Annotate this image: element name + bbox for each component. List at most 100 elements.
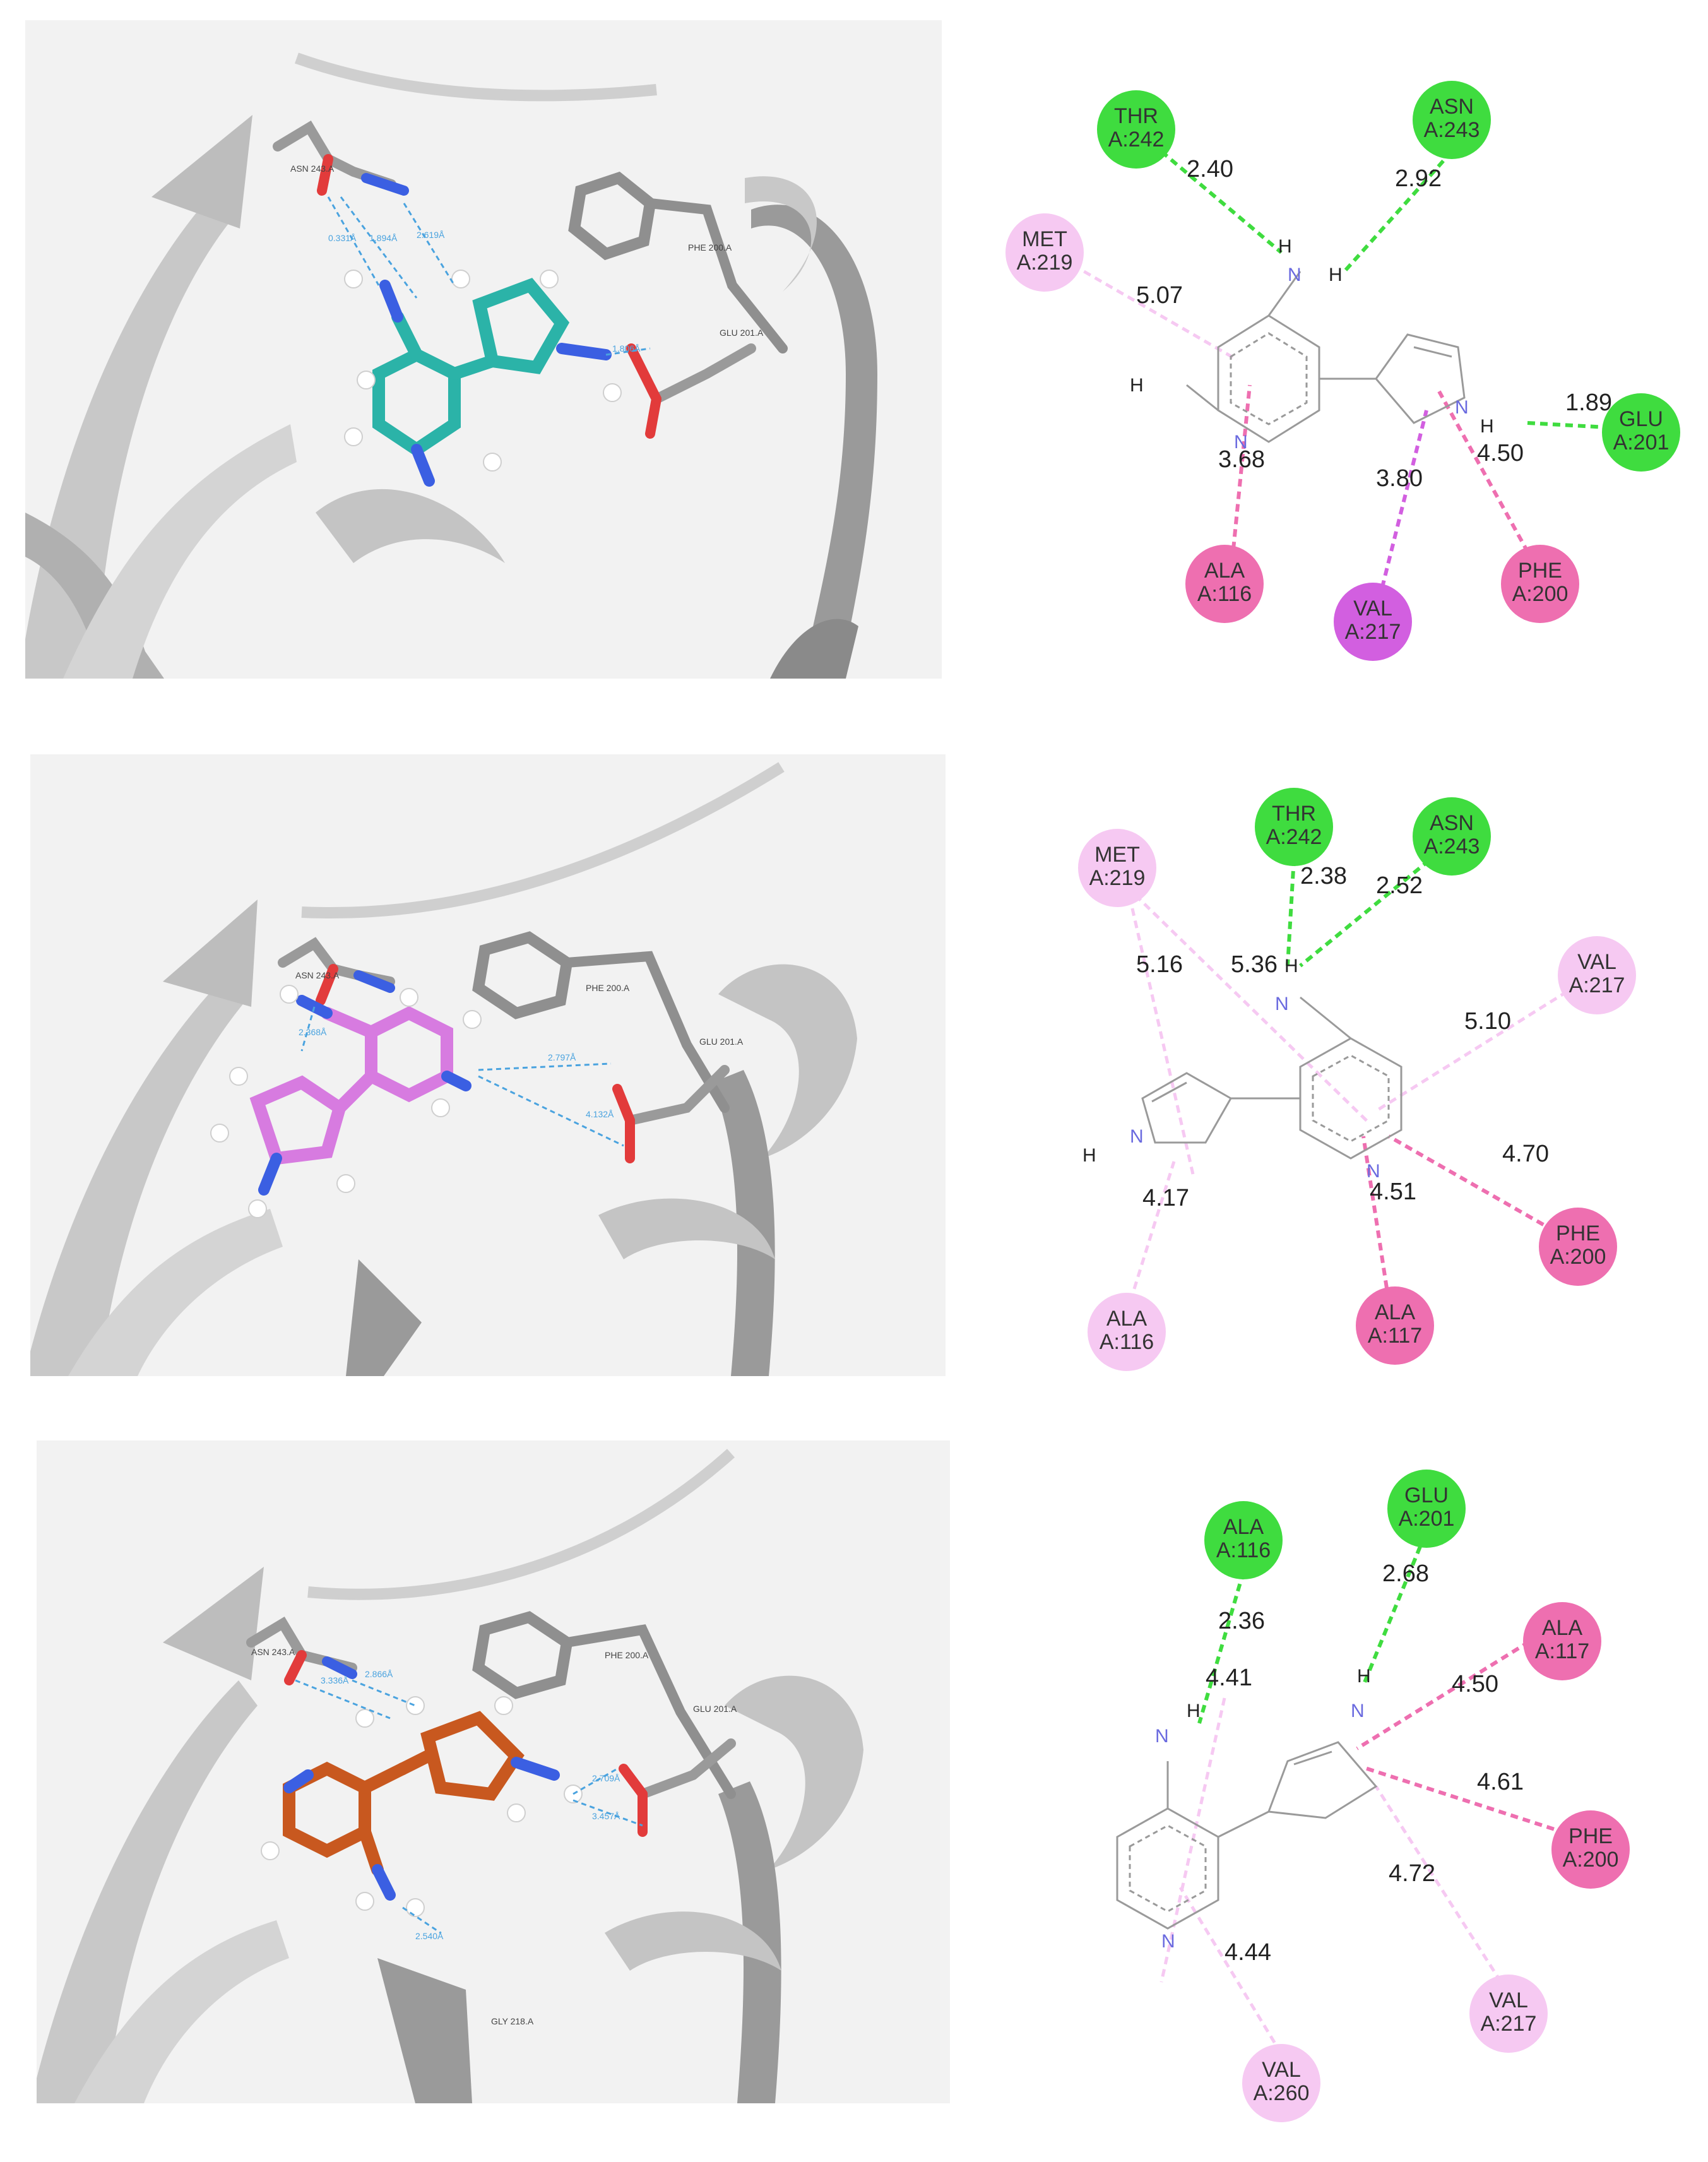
svg-text:A:242: A:242 xyxy=(1266,825,1322,849)
svg-text:A:260: A:260 xyxy=(1254,2081,1310,2105)
distance-label: 0.331Å xyxy=(328,233,357,243)
atom-label: H xyxy=(1329,264,1343,285)
residue-label: PHE 200.A xyxy=(688,242,732,252)
svg-text:A:242: A:242 xyxy=(1108,128,1165,151)
atom-label: N xyxy=(1161,1931,1175,1952)
distance-label: 1.806Å xyxy=(612,343,641,353)
svg-text:A:243: A:243 xyxy=(1424,835,1480,858)
distance-label: 3.68 xyxy=(1218,446,1265,473)
svg-text:A:117: A:117 xyxy=(1535,1639,1589,1663)
distance-label: 1.894Å xyxy=(369,233,398,243)
residue-label: ASN 243.A xyxy=(251,1647,295,1657)
svg-text:A:116: A:116 xyxy=(1216,1538,1271,1562)
ribbon-helix xyxy=(725,1675,863,1870)
svg-text:ALA: ALA xyxy=(1106,1307,1148,1331)
distance-label: 4.17 xyxy=(1142,1185,1189,1211)
distance-label: 1.89 xyxy=(1565,389,1612,416)
structure-view-b: ASN 243.A PHE 200.A GLU 201.A 2.368Å 2.7… xyxy=(30,754,946,1376)
ribbon-helix xyxy=(598,1198,775,1259)
svg-text:ALA: ALA xyxy=(1223,1515,1264,1539)
residue-label: ASN 243.A xyxy=(290,163,335,174)
ribbon-helix xyxy=(605,1911,781,1971)
svg-text:ALA: ALA xyxy=(1542,1616,1583,1640)
svg-text:A:117: A:117 xyxy=(1368,1324,1422,1348)
ribbon-helix xyxy=(770,619,858,679)
ligand-structure-b xyxy=(1141,996,1403,1160)
glu-residue xyxy=(625,1065,730,1126)
svg-text:VAL: VAL xyxy=(1489,1988,1528,2012)
svg-text:PHE: PHE xyxy=(1569,1824,1613,1848)
svg-text:MET: MET xyxy=(1094,843,1140,867)
svg-text:A:201: A:201 xyxy=(1613,431,1669,454)
distance-label: 3.80 xyxy=(1376,465,1423,492)
distance-label: 4.44 xyxy=(1225,1939,1271,1966)
ribbon-strand xyxy=(30,969,251,1376)
ribbon-arrow xyxy=(163,1567,264,1680)
distance-label: 4.50 xyxy=(1477,440,1524,466)
ligand-c xyxy=(283,1711,525,1876)
distance-label: 5.36 xyxy=(1231,951,1278,978)
atom-label: N xyxy=(1288,264,1302,285)
interaction-diagram-a: H N H H N N H 2.40 2.92 5.07 1.89 3.68 3… xyxy=(972,69,1692,675)
ligand-b xyxy=(249,1006,453,1165)
svg-text:GLU: GLU xyxy=(1619,407,1663,431)
distance-label: 2.368Å xyxy=(299,1027,327,1037)
ribbon-arrow xyxy=(151,115,252,229)
atom-label: N xyxy=(1130,1126,1144,1147)
svg-text:A:201: A:201 xyxy=(1399,1507,1455,1531)
diagram-render-a: H N H H N N H 2.40 2.92 5.07 1.89 3.68 3… xyxy=(1005,81,1680,661)
svg-text:A:200: A:200 xyxy=(1550,1245,1606,1269)
ribbon-loop xyxy=(307,1449,735,1600)
ribbon-loop xyxy=(295,52,657,102)
structure-render-b: ASN 243.A PHE 200.A GLU 201.A 2.368Å 2.7… xyxy=(30,762,857,1376)
ribbon-strand xyxy=(37,1680,258,2103)
distance-label: 5.07 xyxy=(1136,282,1183,309)
atom-label: H xyxy=(1130,375,1144,396)
atom-label: N xyxy=(1275,994,1289,1014)
residue-label: GLY 218.A xyxy=(491,2016,534,2026)
interaction-diagram-c: H N H N N 2.36 4.41 2.68 4.50 4.61 4.72 … xyxy=(972,1446,1692,2146)
svg-text:MET: MET xyxy=(1022,227,1067,251)
svg-text:PHE: PHE xyxy=(1556,1221,1600,1245)
distance-label: 4.50 xyxy=(1452,1671,1498,1697)
ribbon-strand xyxy=(68,1209,283,1376)
atom-label: H xyxy=(1480,416,1494,437)
svg-text:A:219: A:219 xyxy=(1017,251,1073,275)
distance-label: 2.68 xyxy=(1382,1560,1429,1587)
distance-label: 2.866Å xyxy=(365,1669,393,1679)
residue-label: GLU 201.A xyxy=(693,1704,737,1714)
distance-label: 4.51 xyxy=(1370,1179,1416,1205)
structure-render-c: ASN 243.A PHE 200.A GLU 201.A GLY 218.A xyxy=(37,1449,863,2103)
ribbon-loop xyxy=(301,762,785,919)
atom-label: H xyxy=(1082,1145,1096,1166)
atom-label: H xyxy=(1284,956,1298,977)
structure-view-c: ASN 243.A PHE 200.A GLU 201.A GLY 218.A xyxy=(37,1440,950,2103)
distance-label: 5.10 xyxy=(1464,1008,1511,1035)
svg-text:A:116: A:116 xyxy=(1197,582,1252,606)
svg-text:THR: THR xyxy=(1114,104,1158,128)
svg-text:A:217: A:217 xyxy=(1481,2012,1537,2036)
svg-text:THR: THR xyxy=(1272,802,1316,826)
atom-label: N xyxy=(1455,397,1469,418)
distance-label: 4.132Å xyxy=(586,1109,614,1119)
ribbon-strand xyxy=(63,424,297,679)
distance-label: 2.40 xyxy=(1187,156,1233,182)
atom-label: N xyxy=(1234,432,1248,453)
svg-text:A:243: A:243 xyxy=(1424,118,1480,142)
residue-label: PHE 200.A xyxy=(586,983,630,993)
distance-label: 4.61 xyxy=(1477,1769,1524,1795)
